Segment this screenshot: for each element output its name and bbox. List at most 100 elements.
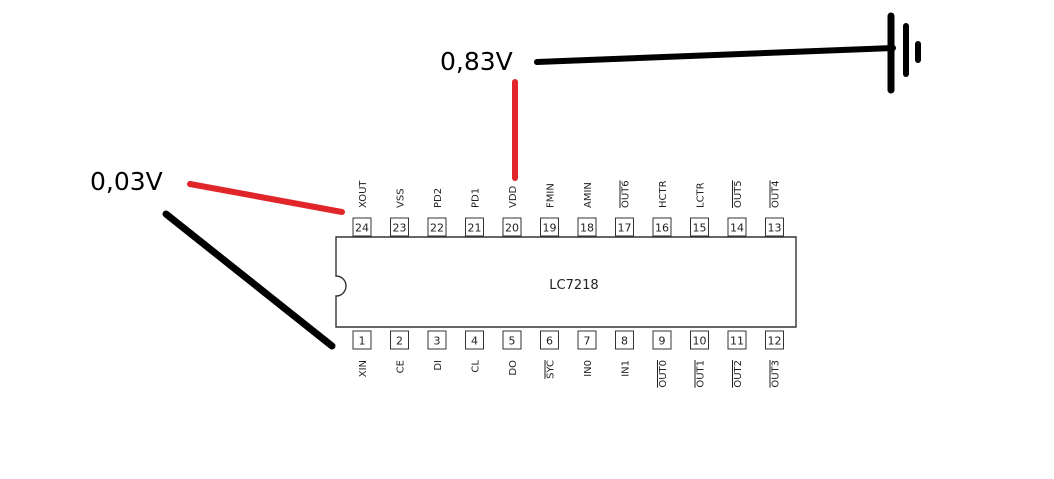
pin-21: 21 PD1 bbox=[465, 188, 484, 237]
pin-name: CL bbox=[471, 360, 482, 373]
pin-box bbox=[690, 330, 709, 350]
pin-box bbox=[727, 330, 747, 350]
pin-number: 11 bbox=[730, 335, 744, 348]
red-probe-xout-wire bbox=[187, 181, 345, 215]
pin-number: 23 bbox=[393, 222, 407, 235]
pin-number: 14 bbox=[730, 222, 744, 235]
pin-name: SYC bbox=[546, 360, 557, 379]
pin-box bbox=[352, 330, 372, 350]
pin-number: 16 bbox=[655, 222, 669, 235]
pin-box bbox=[390, 217, 409, 237]
chip-name-label: LC7218 bbox=[549, 278, 598, 293]
pin-number: 1 bbox=[359, 335, 366, 348]
pin-name: DI bbox=[433, 360, 444, 371]
pin-box bbox=[615, 217, 634, 237]
pin-box bbox=[465, 217, 484, 237]
pin-number: 5 bbox=[509, 335, 516, 348]
pin-2: 2CE bbox=[390, 330, 409, 373]
pin-name: IN1 bbox=[621, 360, 632, 377]
vdd-voltage-label: 0,83V bbox=[440, 47, 513, 76]
xout-voltage-label: 0,03V bbox=[90, 167, 163, 196]
black-probe-xin-wire bbox=[162, 210, 336, 350]
pin-name: OUT4 bbox=[771, 180, 782, 208]
pin-number: 4 bbox=[471, 335, 478, 348]
pin-box bbox=[502, 217, 522, 237]
pin-13: 13 OUT4 bbox=[765, 180, 784, 237]
pin-name: OUT5 bbox=[733, 180, 744, 208]
pin-box bbox=[765, 217, 784, 237]
pin-name: OUT3 bbox=[771, 360, 782, 388]
pin-name: PD2 bbox=[433, 188, 444, 208]
pin-name: XIN bbox=[358, 360, 369, 377]
ground-wire bbox=[534, 45, 896, 65]
pin-name: CE bbox=[396, 360, 407, 373]
pin-name: LCTR bbox=[696, 182, 707, 208]
pin-19: 19 FMIN bbox=[540, 183, 559, 237]
pin-number: 20 bbox=[505, 222, 519, 235]
pin-3: 3DI bbox=[427, 330, 447, 371]
pin-4: 4CL bbox=[465, 330, 484, 373]
pin-box bbox=[352, 217, 372, 237]
pin-number: 12 bbox=[768, 335, 782, 348]
pin-24: 24 XOUT bbox=[352, 180, 372, 237]
pin-name: OUT0 bbox=[658, 360, 669, 388]
pin-22: 22 PD2 bbox=[427, 188, 447, 237]
pin-18: 18 AMIN bbox=[577, 182, 597, 237]
pin-box bbox=[502, 330, 522, 350]
pin-box bbox=[427, 217, 447, 237]
pin-box bbox=[652, 330, 672, 350]
pin-number: 7 bbox=[584, 335, 591, 348]
pin-name: OUT1 bbox=[696, 360, 707, 388]
pin-name: AMIN bbox=[583, 182, 594, 208]
pin-number: 22 bbox=[430, 222, 444, 235]
pin-number: 3 bbox=[434, 335, 441, 348]
pin-number: 2 bbox=[396, 335, 403, 348]
pin-box bbox=[577, 217, 597, 237]
pin-20: 20 VDD bbox=[502, 185, 522, 237]
pin-number: 10 bbox=[693, 335, 707, 348]
pin-number: 21 bbox=[468, 222, 482, 235]
pin-box bbox=[615, 330, 634, 350]
ground-symbol-icon bbox=[887, 12, 921, 94]
pin-name: VDD bbox=[508, 185, 519, 208]
pin-number: 18 bbox=[580, 222, 594, 235]
chip-body bbox=[335, 236, 797, 328]
pin-box bbox=[390, 330, 409, 350]
pin-number: 8 bbox=[621, 335, 628, 348]
pin-box bbox=[652, 217, 672, 237]
pin-number: 15 bbox=[693, 222, 707, 235]
pin-number: 19 bbox=[543, 222, 557, 235]
pin-name: IN0 bbox=[583, 360, 594, 377]
pin-16: 16 HCTR bbox=[652, 180, 672, 237]
pin-name: HCTR bbox=[658, 180, 669, 208]
pin-number: 17 bbox=[618, 222, 632, 235]
pin-15: 15 LCTR bbox=[690, 182, 709, 237]
pin-name: PD1 bbox=[471, 188, 482, 208]
pin-box bbox=[540, 330, 559, 350]
pin-name: FMIN bbox=[546, 183, 557, 208]
pin-number: 6 bbox=[546, 335, 553, 348]
pin-box bbox=[727, 217, 747, 237]
pin-name: OUT2 bbox=[733, 360, 744, 388]
pin-box bbox=[690, 217, 709, 237]
pin-number: 13 bbox=[768, 222, 782, 235]
pin-name: XOUT bbox=[358, 180, 369, 208]
pin-number: 24 bbox=[355, 222, 369, 235]
pin-box bbox=[540, 217, 559, 237]
bottom-pin-row: 1XIN2CE3DI4CL5DO6SYC7IN08IN19OUT010OUT11… bbox=[352, 330, 784, 388]
pin-box bbox=[765, 330, 784, 350]
pin-number: 9 bbox=[659, 335, 666, 348]
pin-box bbox=[427, 330, 447, 350]
